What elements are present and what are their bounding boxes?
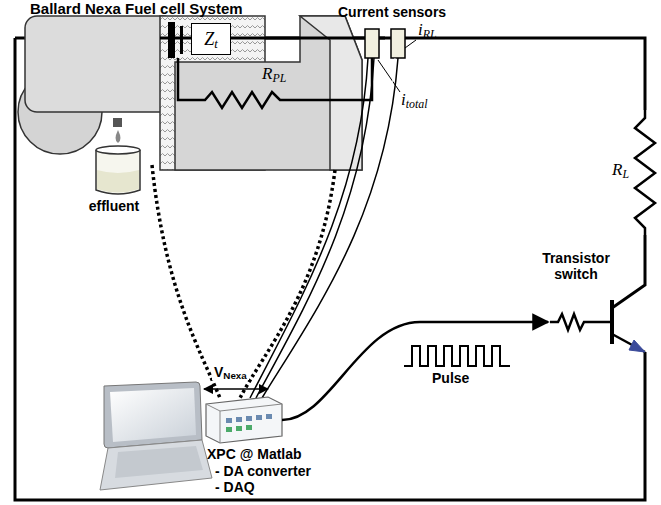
controller-label: XPC @ Matlab [207,446,302,462]
current-symbol: itotal [401,90,428,110]
voltage-lead [152,165,335,398]
pulse-label: Pulse [432,370,469,386]
voltage-arrow [204,388,268,390]
system-title: Ballard Nexa Fuel cell System [30,0,243,17]
resistor-label: RPL [262,64,286,84]
daq-box [206,397,282,443]
controller-label: - DAQ [215,479,255,495]
pulse-signal-line [282,322,548,420]
switch-label: Transistor switch [534,250,618,282]
cell-stack-plates [168,22,183,58]
resistor-symbol [550,314,610,330]
resistor-symbol [178,58,372,108]
effluent-label: effluent [89,198,140,214]
voltage-label: VNexa [212,364,249,380]
effluent-drain [96,118,140,194]
current-symbol: iRL [418,20,437,40]
impedance-label: Zt [204,29,218,50]
controller-label: - DA converter [215,463,311,479]
sensor-label: Current sensors [338,4,446,20]
current-sensor [365,29,405,58]
resistor-symbol [635,110,655,235]
impedance-box: Zt [191,23,231,55]
transistor-symbol [612,300,645,352]
laptop-icon [100,382,212,490]
pulse-waveform [404,346,510,366]
resistor-label: RL [612,160,629,180]
